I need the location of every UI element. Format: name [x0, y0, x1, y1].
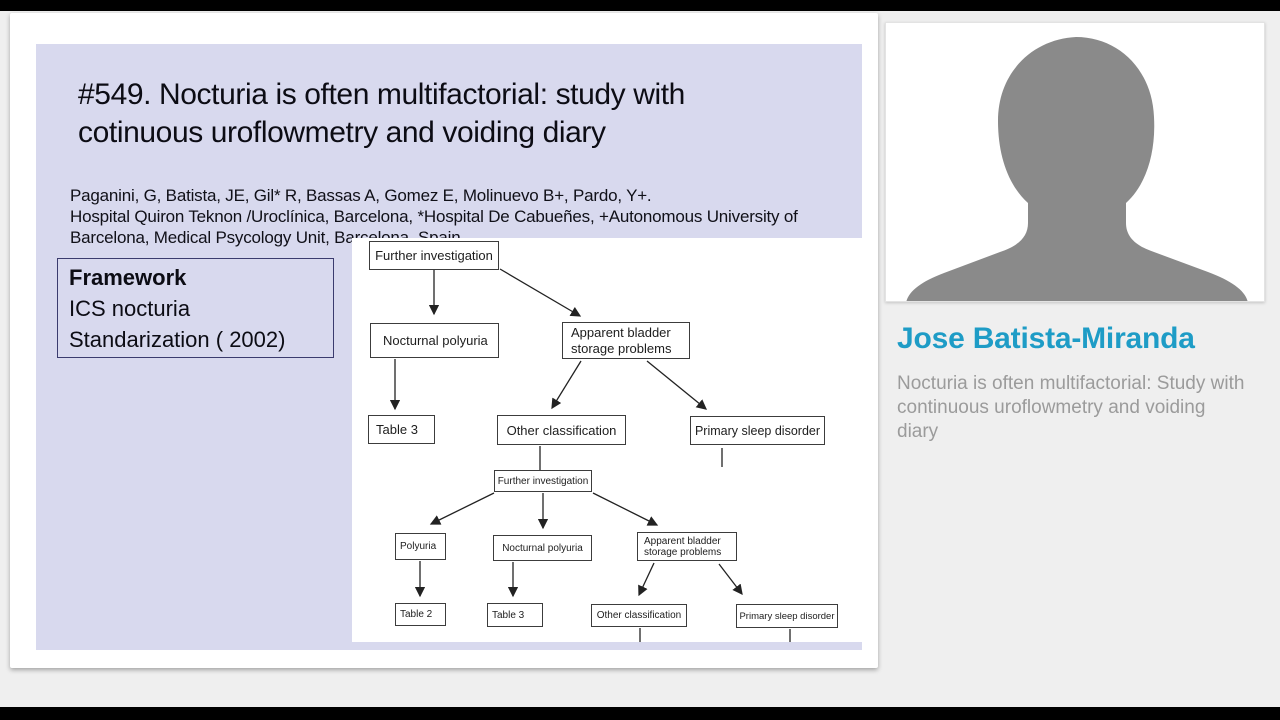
flowchart-node-primary-sleep-disorder-2: Primary sleep disorder: [736, 604, 838, 628]
framework-heading: Framework: [69, 265, 187, 290]
flowchart-node-table-3: Table 3: [368, 415, 435, 444]
flowchart-node-table-2: Table 2: [395, 603, 446, 626]
flowchart-panel: Further investigation Nocturnal polyuria…: [352, 238, 876, 642]
flowchart-connectors: [389, 268, 791, 642]
letterbox-top: [0, 0, 1280, 11]
slide-title: #549. Nocturia is often multifactorial: …: [78, 76, 685, 152]
slide-card: #549. Nocturia is often multifactorial: …: [10, 13, 878, 668]
letterbox-bottom: [0, 707, 1280, 720]
framework-line-2: Standarization ( 2002): [69, 327, 286, 352]
flowchart-node-table-3-2: Table 3: [487, 603, 543, 627]
speaker-talk-title: Nocturia is often multifactorial: Study …: [897, 373, 1245, 442]
framework-line-1: ICS nocturia: [69, 296, 191, 321]
flowchart-node-other-classification-2: Other classification: [591, 604, 687, 627]
affiliation-line-1: Hospital Quiron Teknon /Uroclínica, Barc…: [70, 207, 798, 226]
flowchart-node-apparent-bladder-storage-problems: Apparent bladder storage problems: [562, 322, 690, 359]
flowchart-node-further-investigation-2: Further investigation: [494, 470, 592, 492]
speaker-name: Jose Batista-Miranda: [897, 322, 1195, 355]
flowchart-node-further-investigation: Further investigation: [369, 241, 499, 270]
slide-title-line-1: #549. Nocturia is often multifactorial: …: [78, 78, 685, 111]
person-silhouette-icon: [906, 37, 1248, 301]
flowchart-node-nocturnal-polyuria: Nocturnal polyuria: [370, 323, 499, 358]
flowchart-node-primary-sleep-disorder: Primary sleep disorder: [690, 416, 825, 445]
flowchart-node-apparent-bladder-storage-problems-2: Apparent bladder storage problems: [637, 532, 737, 561]
flowchart-node-nocturnal-polyuria-2: Nocturnal polyuria: [493, 535, 592, 561]
flowchart-node-polyuria: Polyuria: [395, 533, 446, 560]
framework-box: Framework ICS nocturia Standarization ( …: [57, 258, 334, 358]
avatar-card: [885, 22, 1265, 302]
flowchart-node-other-classification: Other classification: [497, 415, 626, 445]
authors-line: Paganini, G, Batista, JE, Gil* R, Bassas…: [70, 186, 652, 205]
slide-title-line-2: cotinuous uroflowmetry and voiding diary: [78, 116, 606, 149]
